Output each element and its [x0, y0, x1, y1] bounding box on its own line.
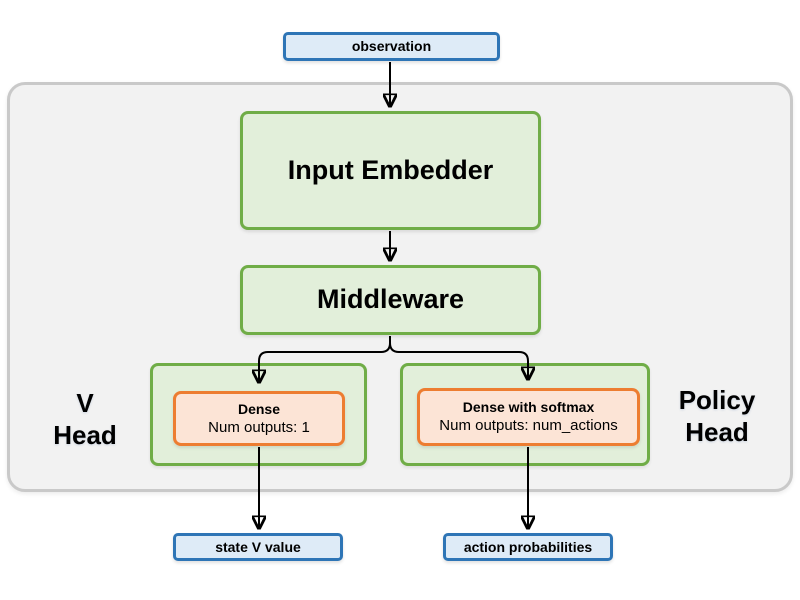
state-v-value-node: state V value	[173, 533, 343, 561]
v-head-label: V Head	[30, 386, 140, 452]
v-head-label-line1: V	[76, 387, 94, 418]
action-probabilities-node: action probabilities	[443, 533, 613, 561]
policy-head-label-line1: Policy	[678, 384, 756, 415]
policy-head-label: Policy Head	[658, 383, 776, 449]
dense-softmax-title: Dense with softmax	[462, 399, 595, 416]
dense-subtitle: Num outputs: 1	[208, 418, 310, 436]
observation-node: observation	[283, 32, 500, 61]
input-embedder-node: Input Embedder	[240, 111, 541, 230]
policy-head-label-line2: Head	[685, 417, 749, 447]
dense-title: Dense	[237, 400, 281, 417]
middleware-node: Middleware	[240, 265, 541, 335]
dense-softmax-subtitle: Num outputs: num_actions	[439, 417, 618, 435]
dense-node: Dense Num outputs: 1	[173, 391, 345, 446]
dense-softmax-node: Dense with softmax Num outputs: num_acti…	[417, 388, 640, 446]
v-head-label-line2: Head	[53, 420, 117, 450]
